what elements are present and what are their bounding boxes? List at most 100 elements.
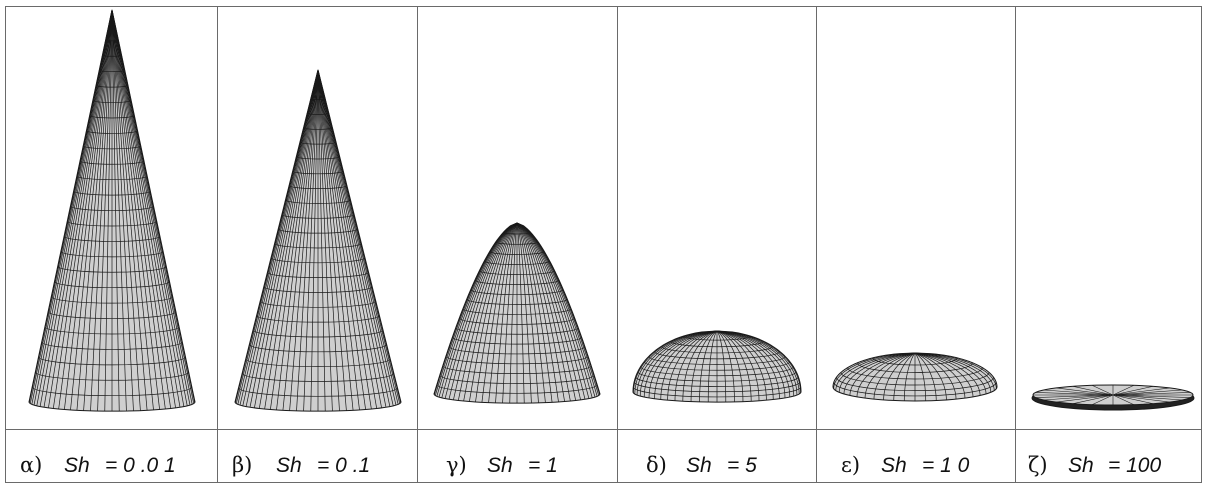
mesh-meridian [76,9,113,411]
mesh-meridian [873,352,916,400]
caption-sh: Sh [881,454,907,477]
caption-beta: β) Sh = 0 .1 [232,453,370,477]
mesh-meridian [634,330,718,395]
mesh-meridian [648,330,718,398]
caption-letter: γ) [446,453,467,477]
caption-zeta: ζ) Sh = 100 [1028,453,1161,477]
mesh-meridian [317,69,333,412]
mesh-meridian [433,222,518,395]
disc-spoke [1112,394,1191,398]
mesh-meridian [509,222,518,404]
mesh-meridian [682,330,718,402]
disc-spoke [1112,394,1154,404]
mesh-meridian [636,330,718,396]
mesh-meridian [317,69,366,410]
caption-letter: α) [20,453,42,477]
shape-disc-zeta [1031,384,1195,411]
mesh-meridian [276,69,319,410]
mesh-meridian [111,9,120,412]
mesh-meridian [317,69,347,411]
disc-spoke [1092,385,1114,396]
mesh-meridian [111,9,188,406]
disc-spoke [1035,394,1114,398]
caption-alpha: α) Sh = 0 .0 1 [20,453,176,477]
mesh-meridian [516,222,596,398]
mesh-meridian [516,222,532,404]
mesh-meridian [856,352,916,397]
disc-spoke [1112,394,1170,403]
mesh-meridian [317,69,326,412]
mesh-meridian [475,222,518,402]
mesh-meridian [903,352,916,401]
mesh-meridian [33,9,113,406]
disc-spoke [1043,389,1114,396]
mesh-meridian [516,222,565,402]
mesh-meridian [111,9,176,408]
mesh-meridian [716,330,760,401]
mesh-meridian [64,9,113,410]
mesh-meridian [28,9,113,403]
disc-spoke [1112,394,1134,405]
disc-spoke [1112,394,1183,401]
mesh-meridian [516,222,593,398]
caption-value: = 1 0 [922,454,970,477]
mesh-meridian [516,222,581,400]
mesh-meridian [716,330,795,397]
mesh-meridian [864,352,916,399]
mesh-meridian [914,352,997,389]
caption-sh: Sh [276,454,302,477]
mesh-meridian [914,352,981,396]
mesh-meridian [516,222,546,403]
mesh-meridian [296,69,319,411]
caption-value: = 100 [1108,454,1161,477]
mesh-meridian [660,330,718,400]
mesh-meridian [914,352,992,393]
mesh-meridian [264,69,319,410]
shape-cone-beta [234,69,402,412]
disc-spoke [1112,389,1183,396]
mesh-meridian [849,352,916,396]
disc-spoke [1112,386,1154,396]
disc-spoke [1112,392,1191,396]
mesh-meridian [516,222,586,400]
mesh-meridian [249,69,319,408]
mesh-meridian [488,222,518,403]
mesh-meridian [516,222,571,402]
mesh-meridian [716,330,801,394]
mesh-meridian [310,69,319,412]
mesh-meridian [436,222,518,397]
mesh-meridian [111,9,134,411]
mesh-meridian [317,69,397,406]
mesh-meridian [716,330,791,398]
mesh-meridian [36,9,113,406]
mesh-meridian [716,330,727,403]
mesh-meridian [914,352,974,397]
mesh-meridian [502,222,518,404]
mesh-meridian [111,9,193,405]
mesh-meridian [699,330,718,402]
mesh-meridian [914,352,987,394]
caption-value: = 5 [727,454,757,477]
mesh-meridian [893,352,916,401]
disc-spoke [1035,392,1114,396]
mesh-meridian [707,330,718,403]
mesh-meridian [457,222,518,401]
disc-spoke [1092,394,1114,405]
mesh-meridian [111,9,181,408]
mesh-meridian [716,330,767,401]
mesh-meridian [833,352,916,389]
mesh-meridian [111,9,127,412]
mesh-meridian [716,330,752,402]
mesh-meridian [111,9,160,410]
mesh-meridian [270,69,319,410]
mesh-meridian [639,330,718,397]
mesh-meridian [654,330,718,399]
mesh-meridian [448,222,518,400]
mesh-meridian [716,330,744,402]
mesh-meridian [111,9,191,406]
mesh-meridian [317,69,382,408]
shape-paraboloid-gamma [433,222,601,404]
mesh-meridian [716,330,774,400]
caption-sh: Sh [1068,454,1094,477]
mesh-meridian [289,69,319,411]
